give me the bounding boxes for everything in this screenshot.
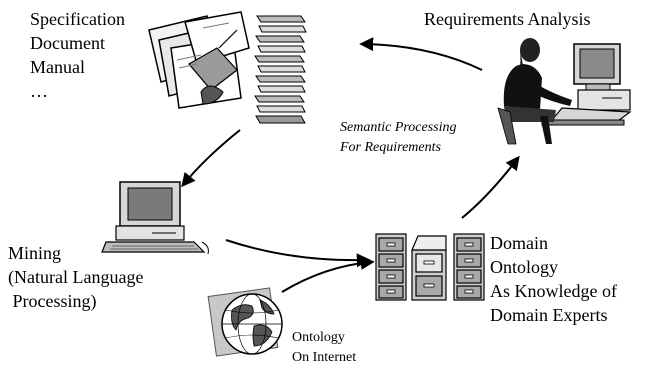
spec-label-4: … [30,81,48,101]
requirements-analysis-label: Requirements Analysis [424,9,591,29]
spec-label-3: Manual [30,57,85,77]
domain-label-4: Domain Experts [490,305,608,325]
mining-label-2: (Natural Language [8,267,144,287]
arrow-mining-to-ontology [225,239,371,268]
globe-icon [207,287,283,357]
semantic-label-1: Semantic Processing [340,120,457,135]
arrow-ontology-to-analysis [461,155,520,219]
mining-label-1: Mining [8,243,62,263]
person-at-computer-icon [497,38,632,145]
semantic-label-2: For Requirements [340,140,441,155]
spec-label-2: Document [30,33,105,53]
ontology-internet-label-2: On Internet [292,350,357,365]
document-stack-icon [254,15,307,124]
ontology-internet-label-1: Ontology [292,330,345,345]
domain-label-1: Domain [490,233,548,253]
domain-label-2: Ontology [490,257,559,277]
domain-label-3: As Knowledge of [490,281,617,301]
arrow-internet-to-ontology [281,255,375,293]
mining-label-3: Processing) [8,291,97,311]
desktop-computer-icon [101,181,209,255]
arrow-analysis-to-documents [359,37,483,71]
arrow-documents-to-mining [181,129,241,188]
scattered-papers-icon [148,11,250,109]
spec-label-1: Specification [30,9,125,29]
filing-cabinets-icon [375,233,485,301]
